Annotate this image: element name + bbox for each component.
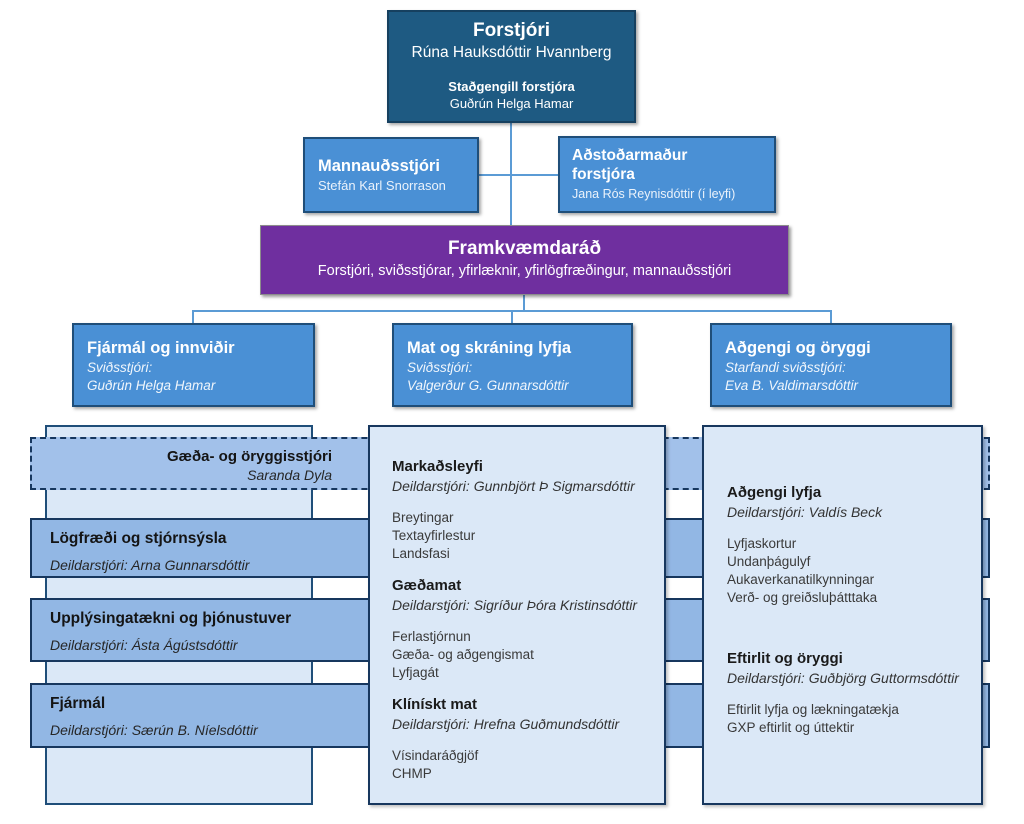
executive-board-members: Forstjóri, sviðsstjórar, yfirlæknir, yfi…: [317, 263, 732, 279]
hr-name: Stefán Karl Snorrason: [318, 177, 446, 193]
assistant-box: Aðstoðarmaður forstjóra Jana Rós Reynisd…: [558, 136, 776, 213]
section-items: Vísindaráðgjöf CHMP: [392, 747, 650, 783]
division-manager-name: Guðrún Helga Hamar: [87, 378, 216, 393]
section-items: Ferlastjórnun Gæða- og aðgengismat Lyfja…: [392, 628, 650, 682]
section-item: Lyfjaskortur: [727, 536, 797, 551]
section-gaedamat: Gæðamat Deildarstjóri: Sigríður Þóra Kri…: [392, 576, 650, 682]
section-manager: Deildarstjóri: Valdís Beck: [727, 504, 883, 520]
division-header-adgengi-og-oryggi: Aðgengi og öryggi Starfandi sviðsstjóri:…: [710, 323, 952, 407]
ceo-name: Rúna Hauksdóttir Hvannberg: [411, 44, 612, 61]
quality-safety-text: Gæða- og öryggisstjóri Saranda Dyla: [32, 447, 332, 485]
section-item: Eftirlit lyfja og lækningatækja: [727, 702, 899, 717]
section-manager: Deildarstjóri: Sigríður Þóra Kristinsdót…: [392, 597, 638, 613]
deputy-title: Staðgengill forstjóra: [448, 79, 575, 94]
division-manager-name: Eva B. Valdimarsdóttir: [725, 378, 859, 393]
division-header-mat-og-skraning-lyfja: Mat og skráning lyfja Sviðsstjóri: Valge…: [392, 323, 633, 407]
department-title: Upplýsingatækni og þjónustuver: [50, 610, 292, 627]
quality-safety-title: Gæða- og öryggisstjóri: [166, 448, 332, 465]
ceo-box: Forstjóri Rúna Hauksdóttir Hvannberg Sta…: [387, 10, 636, 123]
section-title: Gæðamat: [392, 577, 462, 594]
connector-division-1-riser: [192, 310, 194, 324]
right-column-box: Aðgengi lyfja Deildarstjóri: Valdís Beck…: [702, 425, 983, 805]
section-item: Undanþágulyf: [727, 554, 811, 569]
department-title: Lögfræði og stjórnsýsla: [50, 530, 227, 547]
assistant-title: Aðstoðarmaður forstjóra: [572, 147, 688, 183]
department-manager: Deildarstjóri: Arna Gunnarsdóttir: [50, 557, 250, 573]
executive-board-title: Framkvæmdaráð: [447, 238, 602, 259]
section-items: Lyfjaskortur Undanþágulyf Aukaverkanatil…: [727, 535, 969, 607]
deputy-name: Guðrún Helga Hamar: [449, 96, 574, 111]
connector-board-down: [523, 295, 525, 312]
section-item: Vísindaráðgjöf: [392, 748, 479, 763]
department-manager: Deildarstjóri: Særún B. Níelsdóttir: [50, 722, 258, 738]
department-manager: Deildarstjóri: Ásta Ágústsdóttir: [50, 637, 238, 653]
executive-board-box: Framkvæmdaráð Forstjóri, sviðsstjórar, y…: [260, 225, 789, 295]
section-kliniskt-mat: Klínískt mat Deildarstjóri: Hrefna Guðmu…: [392, 695, 650, 783]
connector-division-2-riser: [511, 310, 513, 324]
section-title: Aðgengi lyfja: [727, 484, 822, 501]
section-manager: Deildarstjóri: Guðbjörg Guttormsdóttir: [727, 670, 959, 686]
division-manager-name: Valgerður G. Gunnarsdóttir: [407, 378, 569, 393]
division-role: Sviðsstjóri:: [87, 360, 153, 375]
section-adgengi-lyfja: Aðgengi lyfja Deildarstjóri: Valdís Beck…: [727, 483, 969, 607]
connector-division-3-riser: [830, 310, 832, 324]
division-title: Aðgengi og öryggi: [725, 339, 871, 357]
division-role: Sviðsstjóri:: [407, 360, 473, 375]
section-item: Ferlastjórnun: [392, 629, 471, 644]
ceo-title: Forstjóri: [472, 20, 551, 41]
connector-hr-assistant: [478, 174, 558, 176]
section-item: Breytingar: [392, 510, 454, 525]
section-item: Lyfjagát: [392, 665, 439, 680]
division-title: Mat og skráning lyfja: [407, 339, 572, 357]
section-item: Verð- og greiðsluþátttaka: [727, 590, 878, 605]
section-title: Markaðsleyfi: [392, 458, 483, 475]
department-title: Fjármál: [50, 695, 106, 712]
section-item: Landsfasi: [392, 546, 450, 561]
section-item: Textayfirlestur: [392, 528, 476, 543]
section-item: CHMP: [392, 766, 432, 781]
section-manager: Deildarstjóri: Gunnbjört Þ Sigmarsdóttir: [392, 478, 635, 494]
section-item: GXP eftirlit og úttektir: [727, 720, 855, 735]
section-item: Aukaverkanatilkynningar: [727, 572, 875, 587]
division-role: Starfandi sviðsstjóri:: [725, 360, 846, 375]
assistant-name: Jana Rós Reynisdóttir (í leyfi): [572, 187, 736, 201]
section-items: Breytingar Textayfirlestur Landsfasi: [392, 509, 650, 563]
section-title: Klínískt mat: [392, 696, 478, 713]
section-item: Gæða- og aðgengismat: [392, 647, 534, 662]
middle-column-box: Markaðsleyfi Deildarstjóri: Gunnbjört Þ …: [368, 425, 666, 805]
division-title: Fjármál og innviðir: [87, 339, 235, 357]
section-manager: Deildarstjóri: Hrefna Guðmundsdóttir: [392, 716, 620, 732]
hr-box: Mannauðsstjóri Stefán Karl Snorrason: [303, 137, 479, 213]
section-items: Eftirlit lyfja og lækningatækja GXP efti…: [727, 701, 969, 737]
hr-title: Mannauðsstjóri: [318, 156, 440, 175]
quality-safety-name: Saranda Dyla: [247, 467, 332, 483]
section-title: Eftirlit og öryggi: [727, 650, 843, 667]
section-markadsleyfi: Markaðsleyfi Deildarstjóri: Gunnbjört Þ …: [392, 457, 650, 563]
division-header-fjarmal-og-innvidir: Fjármál og innviðir Sviðsstjóri: Guðrún …: [72, 323, 315, 407]
section-eftirlit-og-oryggi: Eftirlit og öryggi Deildarstjóri: Guðbjö…: [727, 649, 969, 737]
